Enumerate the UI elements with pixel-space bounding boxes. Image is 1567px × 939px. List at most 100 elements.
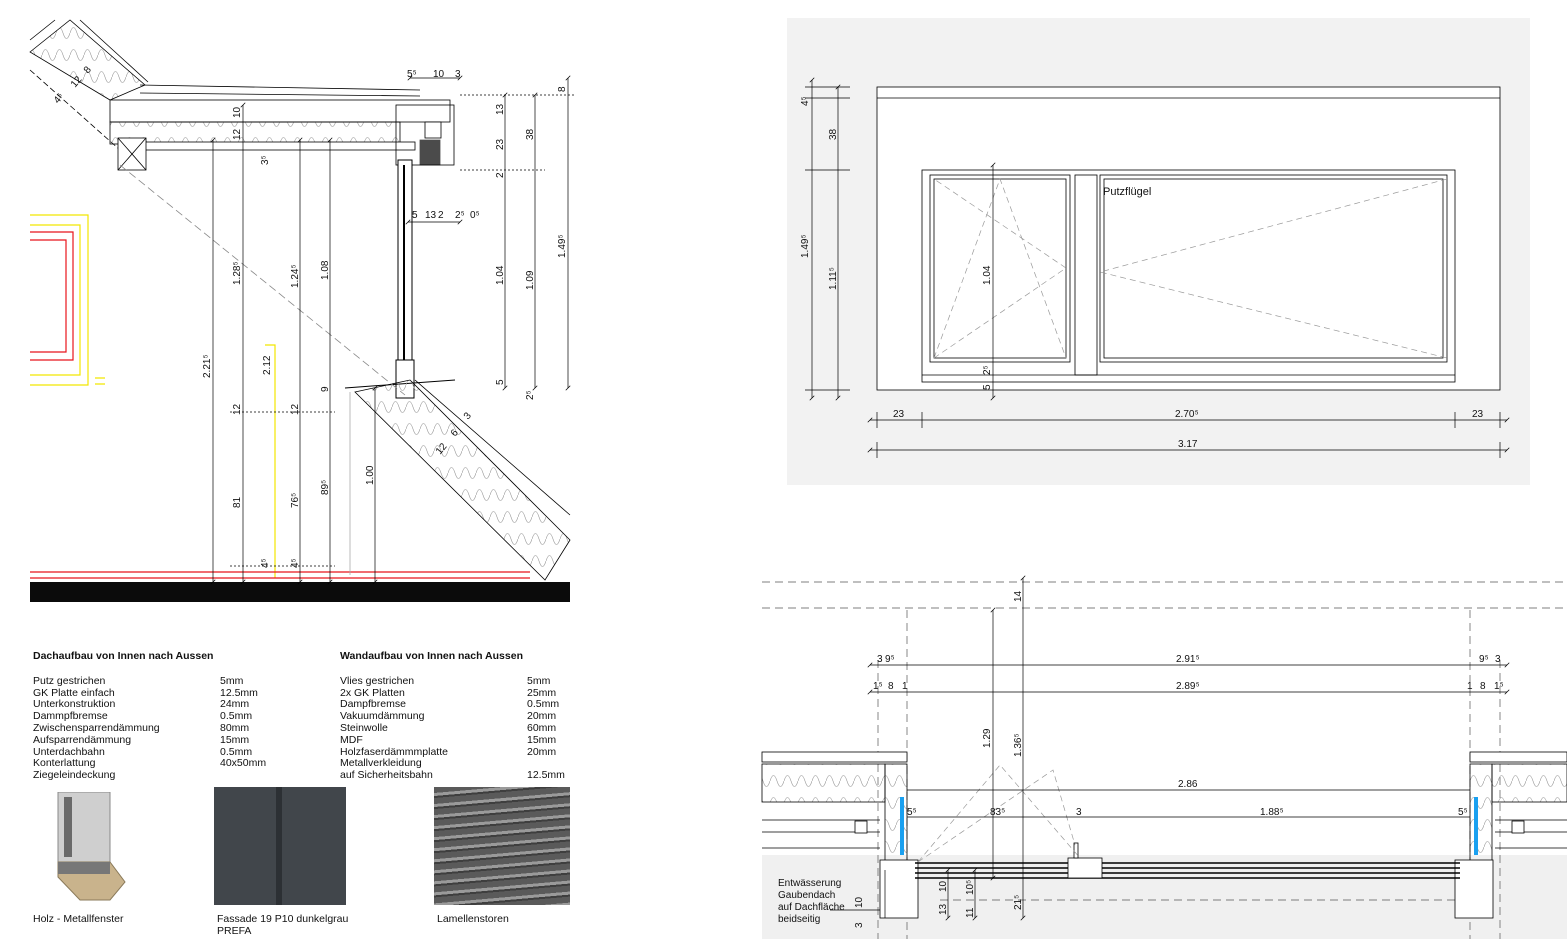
dim-label: 2.12: [262, 355, 273, 375]
dim-label: 2: [438, 210, 444, 221]
dim-label: 3: [877, 654, 883, 665]
dim-label: 1.08: [320, 260, 331, 280]
window-plan: 14 2.91⁵ 2.89⁵ 1.29 1.36⁵ 2.86 83⁵ 3 1.8…: [761, 575, 1567, 939]
dim-label: 81: [232, 496, 243, 508]
dim-label: 14: [1013, 590, 1024, 602]
dim-label: 5⁵: [407, 69, 417, 80]
layer-name: Vlies gestrichen: [340, 674, 415, 687]
dim-label: 1: [902, 681, 908, 692]
roof-build-title: Dachaufbau von Innen nach Aussen: [33, 650, 214, 662]
wood-metal-window-image: [57, 792, 126, 901]
dim-label: 1.88⁵: [1260, 807, 1284, 818]
sash-opening-lines: [933, 177, 1448, 359]
list-item: auf Sicherheitsbahn 12.5mm: [340, 769, 565, 782]
material-caption: Holz - Metallfenster: [33, 913, 124, 925]
dim-label: 6: [449, 427, 461, 439]
layer-value: 0.5mm: [220, 710, 253, 723]
dim-label: 8: [557, 86, 568, 92]
wall-build-title: Wandaufbau von Innen nach Aussen: [340, 650, 523, 662]
dim-label: 1.24⁵: [290, 264, 301, 288]
dim-label: 3: [1076, 807, 1082, 818]
dim-label: 9⁵: [885, 654, 895, 665]
dim-label: 4⁵: [260, 558, 271, 568]
dim-label: 9⁵: [1479, 654, 1489, 665]
note-line: auf Dachfläche: [778, 902, 845, 913]
dim-label: 13: [425, 210, 437, 221]
dim-label: 8: [82, 64, 94, 76]
layer-name: auf Sicherheitsbahn: [340, 769, 433, 782]
dim-label: 3.17: [1178, 439, 1198, 450]
dim-label: 1.00: [365, 465, 376, 485]
dim-label: 12: [232, 128, 243, 140]
dim-label: 23: [1472, 409, 1484, 420]
dim-label: 1.49⁵: [557, 234, 568, 258]
material-caption: PREFA: [217, 925, 252, 937]
layer-value: 12.5mm: [220, 686, 258, 699]
dim-label: 13: [938, 903, 949, 915]
dim-label: 2.21⁵: [202, 354, 213, 378]
layer-value: 15mm: [527, 733, 557, 746]
dim-label: 3: [854, 922, 865, 928]
window-section: [344, 159, 456, 399]
dim-label: 3: [1495, 654, 1501, 665]
sash-label: Putzflügel: [1103, 186, 1151, 198]
dim-label: 11: [965, 907, 976, 918]
layer-name: Ziegeleindeckung: [33, 769, 116, 782]
layer-name: Unterdachbahn: [33, 745, 105, 758]
layer-value: 20mm: [527, 745, 557, 758]
layer-name: Zwischensparrendämmung: [33, 721, 160, 734]
dim-label: 8: [888, 681, 894, 692]
dim-label: 9: [320, 386, 331, 392]
lower-roof: [119, 164, 571, 581]
layer-value: 40x50mm: [220, 757, 267, 770]
dormer-roof: [109, 84, 455, 171]
dim-label: 1.04: [495, 265, 506, 285]
dim-label: 8: [1480, 681, 1486, 692]
dim-label: 2⁵: [525, 390, 536, 400]
layer-value: 15mm: [220, 733, 250, 746]
dim-label: 13: [495, 103, 506, 115]
dim-label: 89⁵: [320, 480, 331, 495]
layer-value: 0.5mm: [527, 698, 560, 711]
dim-label: 1: [1467, 681, 1473, 692]
dim-label: 10⁵: [965, 880, 976, 895]
dim-label: 38: [525, 128, 536, 140]
dormer-section: 5⁵ 10 3 13 38 23 1.04 1.09 1.49⁵ 8 2 5 2…: [29, 19, 575, 602]
dim-label: 12: [232, 403, 243, 415]
roof-build-list: Dachaufbau von Innen nach Aussen Putz ge…: [33, 650, 267, 782]
list-item: GK Platte einfach 12.5mm: [33, 686, 266, 700]
floor-slab: [30, 582, 570, 602]
dim-label: 21⁵: [1013, 895, 1024, 910]
layer-name: Konterlattung: [33, 757, 96, 770]
dim-label: 23: [495, 138, 506, 150]
layer-name: GK Platte einfach: [33, 686, 115, 699]
dim-label: 2⁵: [982, 365, 993, 375]
dim-label: 3: [462, 410, 474, 422]
dim-label: 5⁵: [907, 807, 917, 818]
list-item: MDF 15mm: [340, 733, 565, 747]
upper-roof: [29, 19, 149, 151]
window-elevation: Putzflügel 4⁵ 38 1.49⁵ 1.11⁵ 1.04 5 2⁵ 2…: [787, 18, 1530, 485]
list-item: Ziegeleindeckung: [33, 769, 266, 782]
dim-label: 4⁵: [52, 91, 67, 106]
slat-blinds-image: [434, 787, 570, 905]
layer-value: 12.5mm: [527, 769, 565, 782]
dim-label: 1.49⁵: [800, 234, 811, 258]
dim-label: 5⁵: [1458, 807, 1468, 818]
dim-label: 3: [455, 69, 461, 80]
dim-label: 1⁵: [1494, 681, 1504, 692]
dim-label: 1⁵: [873, 681, 883, 692]
dim-label: 10: [938, 880, 949, 892]
layer-name: MDF: [340, 733, 363, 746]
dim-label: 5: [412, 210, 418, 221]
